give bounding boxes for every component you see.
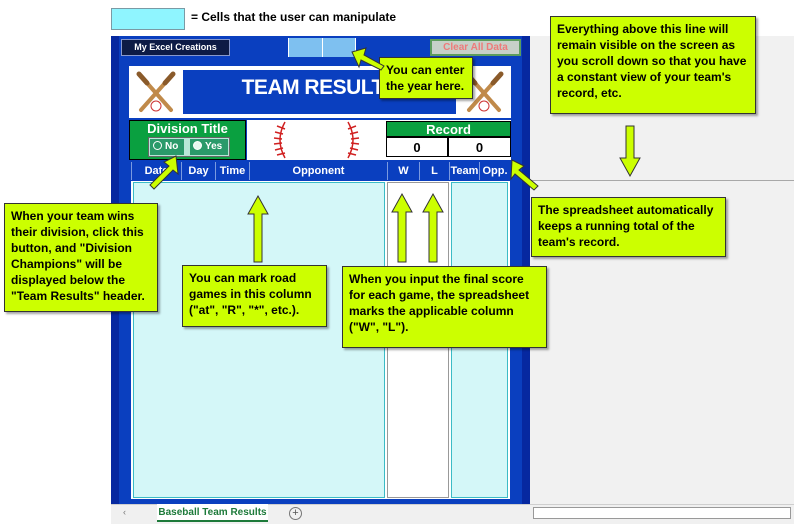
freeze-pane-callout: Everything above this line will remain v…	[550, 16, 756, 114]
clear-all-data-button[interactable]: Clear All Data	[430, 39, 521, 56]
radio-unselected-icon	[153, 141, 162, 150]
year-cell-divider	[322, 38, 323, 57]
sheet-tab-baseball-team-results[interactable]: Baseball Team Results	[157, 504, 268, 522]
tab-scroll-left-icon[interactable]: ‹	[123, 507, 126, 517]
record-wins: 0	[386, 137, 448, 157]
division-callout: When your team wins their division, clic…	[4, 203, 158, 312]
crossed-bats-icon	[133, 70, 179, 116]
division-yes-label: Yes	[205, 141, 223, 152]
division-yes-radio[interactable]: Yes	[190, 139, 228, 155]
record-title: Record	[386, 121, 511, 137]
column-header-time: Time	[215, 162, 249, 180]
column-header-day: Day	[181, 162, 215, 180]
horizontal-scrollbar[interactable]	[533, 507, 791, 519]
baseball-stitches-image	[247, 120, 386, 160]
column-header-l: L	[419, 162, 449, 180]
radio-selected-icon	[193, 141, 202, 150]
year-callout: You can enter the year here.	[379, 57, 473, 99]
division-title-label: Division Title	[147, 121, 228, 136]
year-input-cell[interactable]	[288, 38, 356, 57]
column-header-w: W	[387, 162, 419, 180]
record-losses: 0	[448, 137, 511, 157]
sheet-empty-area	[530, 36, 794, 504]
column-header-opponent: Opponent	[249, 162, 387, 180]
column-header-team: Team	[449, 162, 479, 180]
division-no-label: No	[165, 141, 179, 152]
add-sheet-icon[interactable]: +	[289, 507, 302, 520]
road-games-callout: You can mark road games in this column (…	[182, 265, 327, 327]
division-no-radio[interactable]: No	[150, 139, 184, 155]
final-score-callout: When you input the final score for each …	[342, 266, 547, 348]
column-header-opp: Opp.	[479, 162, 510, 180]
record-callout: The spreadsheet automatically keeps a ru…	[531, 197, 726, 257]
column-header-date: Date	[131, 162, 181, 180]
my-excel-creations-button[interactable]: My Excel Creations	[121, 39, 230, 56]
legend-text: = Cells that the user can manipulate	[191, 10, 397, 24]
editable-cell-legend-swatch	[111, 8, 185, 30]
